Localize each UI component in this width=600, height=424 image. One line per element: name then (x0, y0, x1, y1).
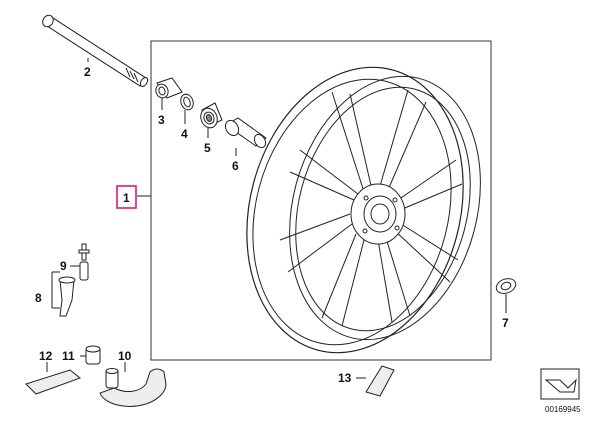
callout-13: 13 (338, 371, 352, 385)
part-cap[interactable] (85, 345, 101, 365)
part-bearing[interactable] (198, 102, 223, 130)
part-clip[interactable] (99, 368, 167, 407)
part-strip[interactable] (365, 365, 395, 397)
callout-2: 2 (84, 65, 91, 79)
callout-8: 8 (35, 291, 42, 305)
wheel-assembly-frame (150, 40, 492, 361)
part-valve-core[interactable] (78, 243, 90, 281)
drawing-number: 00169945 (545, 405, 581, 414)
part-balance-weight[interactable] (25, 369, 82, 395)
part-spacer-tube[interactable] (223, 117, 268, 150)
callout-10: 10 (118, 349, 132, 363)
drawing-number-block: 00169945 (540, 368, 581, 414)
callout-1: 1 (123, 191, 130, 205)
part-axle[interactable] (41, 13, 150, 88)
callout-4: 4 (181, 127, 188, 141)
callout-6: 6 (232, 159, 239, 173)
part-spacer-sleeve[interactable] (154, 77, 183, 100)
part-ring[interactable] (179, 92, 196, 111)
callout-11: 11 (62, 349, 75, 363)
callout-12: 12 (39, 349, 53, 363)
callout-1-highlight[interactable] (116, 185, 137, 209)
wheel-spokes (279, 89, 463, 327)
callout-7: 7 (502, 316, 509, 330)
callout-3: 3 (158, 113, 165, 127)
part-valve-stem[interactable] (58, 276, 76, 317)
part-spacer-ring[interactable] (494, 276, 518, 296)
direction-arrow-icon (544, 378, 577, 393)
part-wheel-rim[interactable] (216, 43, 508, 377)
callout-5: 5 (204, 141, 211, 155)
callout-9: 9 (60, 259, 67, 273)
